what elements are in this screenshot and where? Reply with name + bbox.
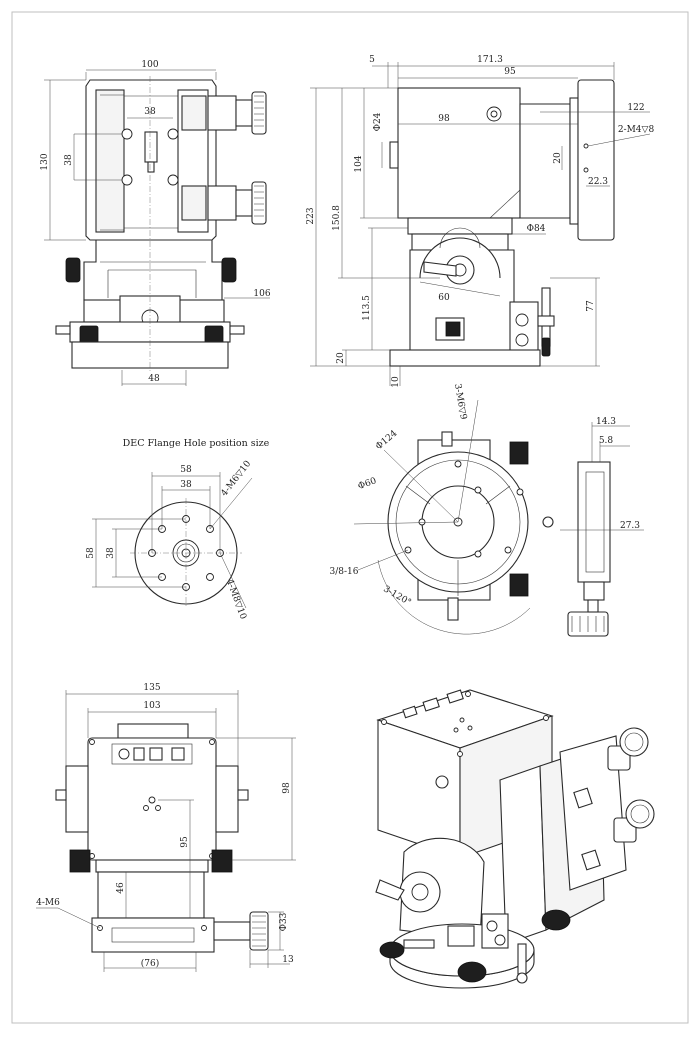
dim-front-height: 130 bbox=[40, 153, 50, 170]
dim-dec-38h: 38 bbox=[180, 480, 192, 490]
dim-side-60: 60 bbox=[438, 293, 450, 303]
dim-side-24: Φ24 bbox=[373, 112, 383, 131]
dim-ra-m6: 3-M6▽9 bbox=[452, 383, 468, 421]
dim-ra-14: 14.3 bbox=[596, 417, 616, 427]
dim-rear-m6: 4-M6 bbox=[36, 898, 60, 908]
dim-rear-103: 103 bbox=[143, 701, 160, 711]
dim-dec-58v: 58 bbox=[86, 547, 96, 559]
dim-front-width: 100 bbox=[141, 60, 158, 70]
dim-side-10: 10 bbox=[391, 376, 401, 388]
dim-rear-135: 135 bbox=[143, 683, 160, 693]
dim-side-150: 150.8 bbox=[332, 205, 342, 231]
dim-side-20b: 20 bbox=[336, 352, 346, 364]
dim-side-22: 22.3 bbox=[588, 177, 608, 187]
dim-ra-124: Φ124 bbox=[374, 429, 399, 453]
dim-rear-95: 95 bbox=[180, 836, 190, 848]
dim-side-95: 95 bbox=[504, 67, 516, 77]
front-view: 100 130 38 38 106 48 bbox=[40, 60, 271, 386]
dim-side-77: 77 bbox=[586, 300, 596, 312]
dim-dec-58h: 58 bbox=[180, 465, 192, 475]
dim-ra-thread: 3/8-16 bbox=[330, 567, 359, 577]
dim-ra-60: Φ60 bbox=[357, 476, 378, 492]
sheet-border bbox=[11, 11, 689, 1024]
dim-dec-38v: 38 bbox=[106, 547, 116, 559]
side-view: 5 171.3 95 122 98 Φ24 2-M4▽8 20 22.3 104… bbox=[306, 55, 654, 388]
ra-view: Φ124 Φ60 3-M6▽9 3/8-16 3-120° 14.3 5.8 2… bbox=[330, 383, 644, 637]
dim-rear-76: (76) bbox=[141, 958, 159, 969]
dim-side-84: Φ84 bbox=[527, 224, 546, 234]
dim-front-hole-v: 38 bbox=[64, 154, 74, 166]
dec-flange-title: DEC Flange Hole position size bbox=[123, 438, 270, 449]
dim-side-171: 171.3 bbox=[477, 55, 503, 65]
dim-ra-5-8: 5.8 bbox=[599, 436, 614, 446]
dim-side-98: 98 bbox=[438, 114, 450, 124]
dim-front-foot: 48 bbox=[148, 374, 160, 384]
rear-view: 135 103 98 95 46 4-M6 Φ33 (76) 13 bbox=[36, 683, 296, 972]
dim-side-104: 104 bbox=[354, 155, 364, 172]
dim-rear-98: 98 bbox=[282, 782, 292, 794]
dim-side-m4: 2-M4▽8 bbox=[618, 125, 655, 135]
dim-side-5: 5 bbox=[369, 55, 375, 65]
dim-front-hole-h: 38 bbox=[144, 107, 156, 117]
dim-side-113: 113.5 bbox=[362, 295, 372, 321]
dim-ra-angle: 3-120° bbox=[381, 584, 412, 608]
isometric-view bbox=[375, 689, 655, 989]
dim-side-223: 223 bbox=[306, 207, 316, 224]
dim-dec-m8: 4-M8▽10 bbox=[224, 578, 248, 621]
dec-flange-view: DEC Flange Hole position size 58 38 58 3… bbox=[86, 438, 270, 621]
dim-front-base: 106 bbox=[253, 289, 270, 299]
dim-ra-27: 27.3 bbox=[620, 521, 640, 531]
dim-rear-13: 13 bbox=[282, 955, 294, 965]
dim-side-20: 20 bbox=[553, 152, 563, 164]
dim-side-122: 122 bbox=[627, 103, 644, 113]
dim-dec-m6: 4-M6▽10 bbox=[220, 459, 254, 499]
dim-rear-33: Φ33 bbox=[279, 912, 289, 931]
dim-rear-46: 46 bbox=[116, 882, 126, 894]
